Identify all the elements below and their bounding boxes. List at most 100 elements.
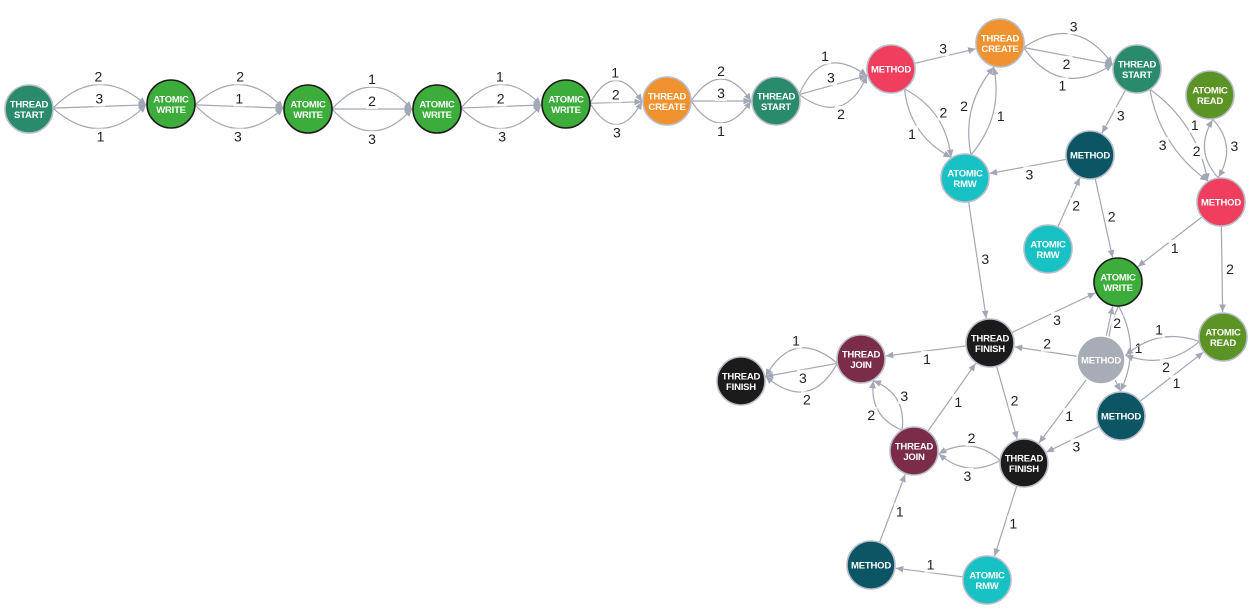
- edge-label: 1: [1135, 340, 1143, 356]
- edge-label: 2: [1072, 198, 1080, 214]
- edge-label-bg: [1007, 515, 1020, 532]
- edge-n10-n14: 3: [1149, 89, 1208, 182]
- edge-label: 2: [368, 93, 376, 109]
- edge-label: 1: [717, 123, 725, 139]
- edge-label: 3: [1230, 138, 1238, 154]
- node-label: ATOMIC: [947, 168, 983, 179]
- node-label: ATOMIC: [548, 94, 584, 105]
- node-label: THREAD: [722, 371, 761, 382]
- edge-label-bg: [893, 503, 906, 520]
- edge-label-bg: [234, 68, 247, 85]
- edge-line: [690, 100, 752, 124]
- node-circle: [940, 153, 990, 203]
- edge-n7-n8: 2: [798, 75, 868, 123]
- edge-line: [995, 365, 1019, 440]
- edge-label-bg: [93, 90, 106, 107]
- edge-n18-n19: 1: [765, 332, 838, 377]
- edge-label-bg: [898, 387, 911, 404]
- edge-n10-n12: 3: [1101, 89, 1127, 134]
- node-method-red[interactable]: METHOD: [1196, 177, 1246, 227]
- edge-label-bg: [1023, 166, 1036, 183]
- edge-label-bg: [1160, 359, 1173, 376]
- edge-label-bg: [924, 556, 937, 573]
- edge-label-bg: [824, 69, 837, 86]
- edge-line: [938, 445, 1001, 461]
- edge-line: [194, 83, 284, 109]
- edge-label-bg: [609, 86, 622, 103]
- edge-label: 1: [792, 332, 800, 348]
- edge-label-bg: [1223, 260, 1236, 277]
- edge-line: [968, 201, 989, 319]
- edge-label: 1: [997, 108, 1005, 124]
- edge-label-bg: [1056, 77, 1069, 94]
- node-label: JOIN: [850, 360, 872, 371]
- node-method-teal[interactable]: METHOD: [1096, 391, 1146, 441]
- node-circle: [541, 79, 591, 129]
- edge-n18-n19: 3: [765, 362, 838, 386]
- edge-label: 2: [236, 69, 244, 85]
- edge-label-bg: [1168, 240, 1181, 257]
- edge-label-bg: [1070, 197, 1083, 214]
- edge-line: [1149, 89, 1208, 182]
- node-circle: [1196, 177, 1246, 227]
- edge-line: [878, 474, 906, 543]
- edge-label-bg: [609, 64, 622, 81]
- edge-n2-n3: 2: [194, 68, 284, 109]
- edge-line: [589, 101, 643, 126]
- edge-label: 1: [1059, 77, 1067, 93]
- edge-label-bg: [937, 40, 950, 57]
- edge-label: 1: [927, 557, 935, 573]
- edge-label: 1: [954, 394, 962, 410]
- node-method-teal[interactable]: METHOD: [846, 540, 896, 590]
- edge-label-bg: [937, 104, 950, 121]
- node-method-teal[interactable]: METHOD: [1065, 130, 1115, 180]
- node-circle: [1185, 70, 1235, 120]
- node-label: ATOMIC: [1205, 327, 1241, 338]
- node-label: RMW: [975, 581, 998, 592]
- edge-label: 3: [613, 125, 621, 141]
- edge-label-bg: [231, 128, 244, 145]
- edge-label-bg: [1067, 18, 1080, 35]
- node-label: START: [1122, 70, 1152, 81]
- edge-label-bg: [1114, 107, 1127, 124]
- node-circle: [1198, 312, 1248, 362]
- edge-label-bg: [790, 332, 803, 349]
- edge-line: [1023, 33, 1113, 65]
- edge-n20-n16: 2: [1105, 306, 1124, 337]
- edge-line: [1023, 47, 1113, 79]
- edge-line: [765, 363, 838, 393]
- edge-label-bg: [1170, 375, 1183, 392]
- edge-n22-n24: 3: [1046, 425, 1100, 455]
- edge-label: 3: [981, 251, 989, 267]
- edge-line: [460, 83, 542, 109]
- node-method-grey[interactable]: METHOD: [1076, 335, 1126, 385]
- edge-label-bg: [905, 125, 918, 142]
- edge-n13-n9: 2: [957, 66, 995, 155]
- edge-label-bg: [94, 128, 107, 145]
- node-method-red[interactable]: METHOD: [866, 44, 916, 94]
- node-circle: [642, 76, 692, 126]
- node-label: ATOMIC: [1030, 239, 1066, 250]
- edge-n12-n16: 2: [1094, 178, 1118, 258]
